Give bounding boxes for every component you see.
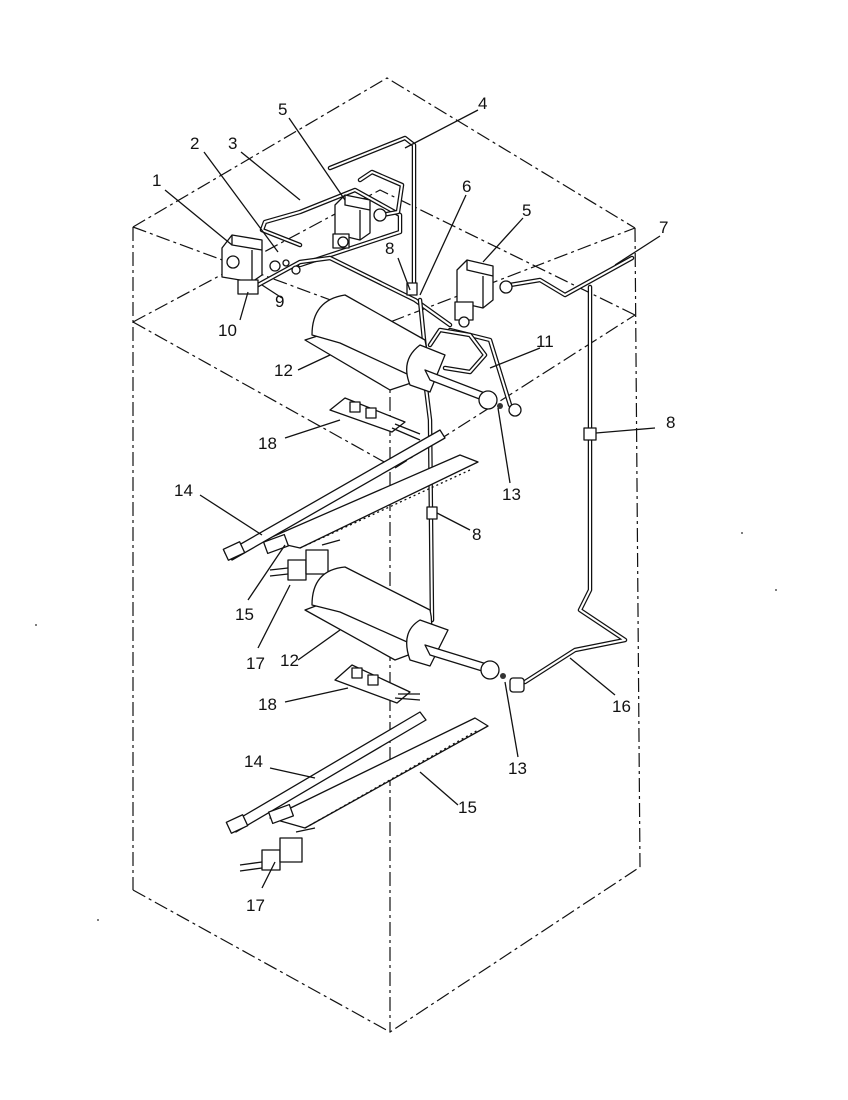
igniter-lower xyxy=(334,664,421,704)
callout-18: 18 xyxy=(258,695,277,714)
callout-2: 2 xyxy=(190,134,199,153)
callout-3: 3 xyxy=(228,134,237,153)
callout-13: 13 xyxy=(508,759,527,778)
callout-15: 15 xyxy=(235,605,254,624)
leader-lines xyxy=(164,109,661,889)
spark-electrode-lower xyxy=(239,827,316,872)
spark-electrode-upper xyxy=(269,539,341,581)
callout-15: 15 xyxy=(458,798,477,817)
callout-11: 11 xyxy=(536,332,554,351)
callout-18: 18 xyxy=(258,434,277,453)
callout-8: 8 xyxy=(472,525,481,544)
gas-tubing xyxy=(255,135,635,685)
callout-8: 8 xyxy=(666,413,675,432)
callout-5: 5 xyxy=(522,201,531,220)
burner-box-upper xyxy=(304,294,522,417)
callout-17: 17 xyxy=(246,896,265,915)
callout-12: 12 xyxy=(274,361,293,380)
callout-6: 6 xyxy=(462,177,471,196)
callout-1: 1 xyxy=(152,171,161,190)
callout-16: 16 xyxy=(612,697,631,716)
callout-9: 9 xyxy=(275,292,284,311)
burner-tube-upper xyxy=(222,429,479,561)
callout-14: 14 xyxy=(174,481,193,500)
callout-8: 8 xyxy=(385,239,394,258)
callout-17: 17 xyxy=(246,654,265,673)
callout-4: 4 xyxy=(478,94,487,113)
callout-10: 10 xyxy=(218,321,237,340)
cabinet-outline xyxy=(132,77,641,1033)
callout-labels: 1 2 3 4 5 5 6 7 8 8 8 9 10 11 12 12 13 1… xyxy=(152,94,675,915)
thermostat-lower xyxy=(454,259,513,328)
callout-7: 7 xyxy=(659,218,668,237)
print-specks xyxy=(35,532,777,921)
callout-14: 14 xyxy=(244,752,263,771)
callout-13: 13 xyxy=(502,485,521,504)
callout-5: 5 xyxy=(278,100,287,119)
burner-tube-lower xyxy=(225,711,489,834)
callout-12: 12 xyxy=(280,651,299,670)
igniter-upper xyxy=(329,397,421,441)
thermostat-upper xyxy=(332,194,387,249)
solenoid-valve xyxy=(221,234,301,295)
burner-box-lower xyxy=(304,566,525,693)
